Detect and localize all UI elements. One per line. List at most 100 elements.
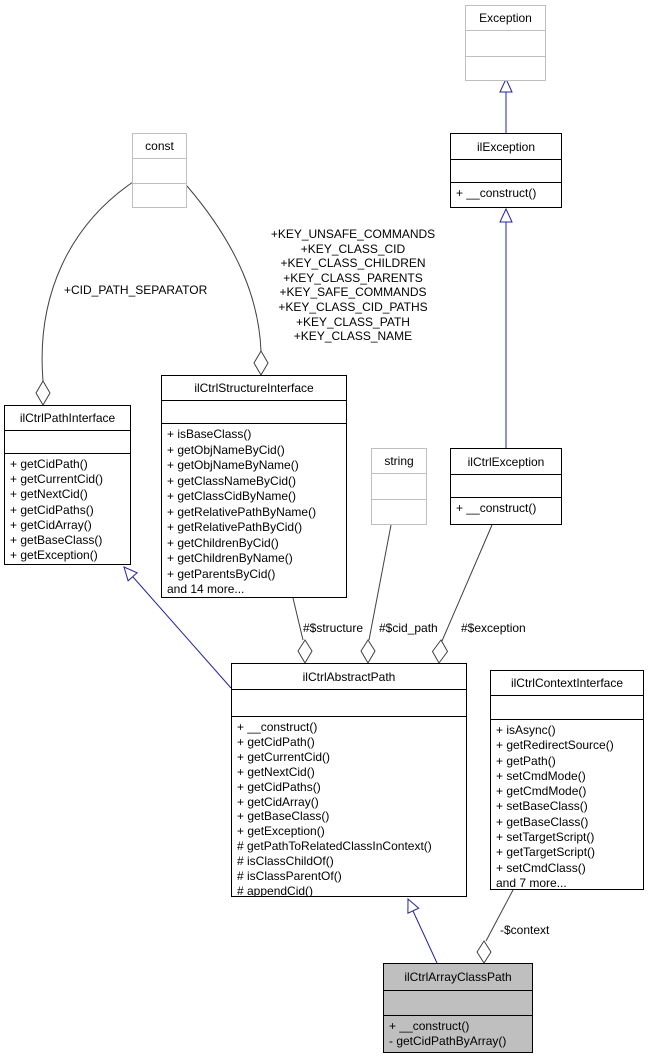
methods-compartment: + __construct()	[451, 183, 561, 207]
edge-inheritance-ilctrlexception-ilexception	[499, 207, 513, 448]
method-row: + getObjNameByCid()	[167, 442, 285, 457]
methods-compartment: + isAsync()+ getRedirectSource()+ getPat…	[491, 720, 643, 889]
attributes-compartment	[451, 475, 561, 498]
attributes-compartment	[133, 159, 186, 184]
class-title: ilCtrlPathInterface	[5, 406, 130, 431]
class-box-ilctrlpathinterface[interactable]: ilCtrlPathInterface + getCidPath()+ getC…	[4, 405, 131, 565]
class-title: ilCtrlStructureInterface	[162, 376, 346, 401]
method-row: + getRedirectSource()	[496, 738, 614, 753]
class-title: ilCtrlContextInterface	[491, 671, 643, 696]
edge-label-key-row: +KEY_CLASS_PARENTS	[283, 270, 423, 285]
method-row: + getCidPath()	[10, 457, 88, 471]
class-box-const: const	[132, 133, 187, 208]
class-title: ilException	[451, 134, 561, 160]
method-row: # getPathToRelatedClassInContext()	[237, 839, 432, 854]
edge-label-structure: #$structure	[303, 621, 364, 635]
method-row: + getBaseClass()	[237, 809, 330, 824]
class-box-exception: Exception	[465, 5, 546, 81]
edge-label-context: -$context	[500, 923, 550, 937]
class-box-ilctrlabstractpath[interactable]: ilCtrlAbstractPath + __construct()+ getC…	[231, 663, 467, 897]
edge-label-const-keys: +KEY_UNSAFE_COMMANDS+KEY_CLASS_CID+KEY_C…	[257, 227, 449, 344]
methods-compartment: + __construct()+ getCidPath()+ getCurren…	[232, 717, 466, 896]
method-row: + getNextCid()	[237, 764, 315, 779]
method-row: + getRelativePathByCid()	[167, 520, 303, 534]
method-row: # appendCid()	[237, 883, 314, 896]
method-row: + getCidArray()	[237, 794, 319, 809]
method-row: + setBaseClass()	[496, 799, 588, 814]
attributes-compartment	[5, 431, 130, 454]
edge-usage-contextinterface-arrayclasspath	[476, 889, 514, 964]
edge-usage-ctrlexception-abstractpath	[431, 524, 493, 664]
attributes-compartment	[451, 160, 561, 183]
class-box-ilctrlcontextinterface[interactable]: ilCtrlContextInterface + isAsync()+ getR…	[490, 670, 644, 890]
class-title: ilCtrlAbstractPath	[232, 664, 466, 690]
method-row: + __construct()	[389, 1019, 470, 1033]
edge-label-key-row: +KEY_CLASS_PATH	[296, 314, 410, 329]
edge-label-key-row: +KEY_CLASS_CID	[300, 241, 406, 256]
method-row: + getRelativePathByName()	[167, 504, 317, 519]
method-row: # isClassParentOf()	[237, 869, 342, 884]
method-row: + getCidPaths()	[10, 502, 94, 517]
methods-compartment: + __construct()- getCidPathByArray()	[384, 1016, 532, 1052]
method-row: + getClassCidByName()	[167, 489, 297, 503]
methods-compartment: + isBaseClass()+ getObjNameByCid()+ getO…	[162, 424, 346, 597]
method-row: + setTargetScript()	[496, 830, 595, 845]
method-row: - getCidPathByArray()	[389, 1034, 507, 1049]
method-row: + getCidPath()	[237, 734, 315, 749]
method-row: + getTargetScript()	[496, 845, 596, 860]
method-row: + getCidArray()	[10, 517, 92, 532]
edge-label-cid-path-separator: +CID_PATH_SEPARATOR	[64, 283, 208, 297]
method-row: + isAsync()	[496, 723, 556, 737]
class-title: ilCtrlException	[451, 449, 561, 475]
edge-inheritance-arrayclasspath-abstractpath	[407, 897, 438, 964]
method-row: + getParentsByCid()	[167, 566, 276, 581]
edge-label-cid-path: #$cid_path	[379, 621, 438, 635]
attributes-compartment	[232, 690, 466, 717]
class-box-ilctrlexception[interactable]: ilCtrlException + __construct()	[450, 448, 562, 525]
attributes-compartment	[162, 401, 346, 424]
method-row: + getObjNameByName()	[167, 458, 299, 472]
method-row: + getCurrentCid()	[10, 472, 104, 487]
attributes-compartment	[466, 31, 545, 57]
edge-label-key-row: +KEY_CLASS_CHILDREN	[280, 256, 426, 271]
class-title: Exception	[466, 6, 545, 31]
class-box-string: string	[371, 448, 427, 525]
edge-inheritance-abstractpath-pathinterface	[123, 566, 232, 689]
method-row: + __construct()	[456, 501, 537, 515]
edge-usage-const-structureinterface	[186, 185, 269, 376]
method-row: + getBaseClass()	[10, 533, 103, 548]
method-row: + setCmdClass()	[496, 860, 586, 875]
method-row: + getChildrenByCid()	[167, 535, 279, 550]
edge-label-exception: #$exception	[461, 621, 526, 635]
methods-compartment: + getCidPath()+ getCurrentCid()+ getNext…	[5, 454, 130, 564]
method-row: + getPath()	[496, 753, 556, 768]
class-title: string	[372, 449, 426, 474]
method-row: + getException()	[10, 548, 98, 563]
edge-usage-string-abstractpath	[360, 524, 392, 664]
method-row: + getClassNameByCid()	[167, 473, 297, 488]
method-row: + setCmdMode()	[496, 768, 586, 783]
attributes-compartment	[491, 696, 643, 720]
method-row: + getChildrenByName()	[167, 551, 293, 565]
attributes-compartment	[384, 991, 532, 1016]
edge-label-key-row: +KEY_UNSAFE_COMMANDS	[270, 227, 436, 241]
attributes-compartment	[372, 474, 426, 500]
edge-label-key-row: +KEY_CLASS_NAME	[293, 329, 413, 344]
edge-label-key-row: +KEY_CLASS_CID_PATHS	[278, 299, 428, 314]
class-title: ilCtrlArrayClassPath	[384, 964, 532, 991]
method-row: + getCidPaths()	[237, 779, 321, 794]
method-row: + getCurrentCid()	[237, 749, 331, 764]
method-row: + isBaseClass()	[167, 427, 252, 441]
method-row: and 7 more...	[496, 875, 567, 889]
edge-usage-const-pathinterface	[35, 181, 134, 406]
method-row: + getCmdMode()	[496, 784, 587, 799]
class-box-ilctrlstructureinterface[interactable]: ilCtrlStructureInterface + isBaseClass()…	[161, 375, 347, 598]
method-row: + __construct()	[237, 720, 318, 734]
class-box-ilexception[interactable]: ilException + __construct()	[450, 133, 562, 208]
methods-compartment: + __construct()	[451, 498, 561, 524]
method-row: + __construct()	[456, 186, 537, 200]
class-box-ilctrlarrayclasspath: ilCtrlArrayClassPath + __construct()- ge…	[383, 963, 533, 1053]
class-title: const	[133, 134, 186, 159]
